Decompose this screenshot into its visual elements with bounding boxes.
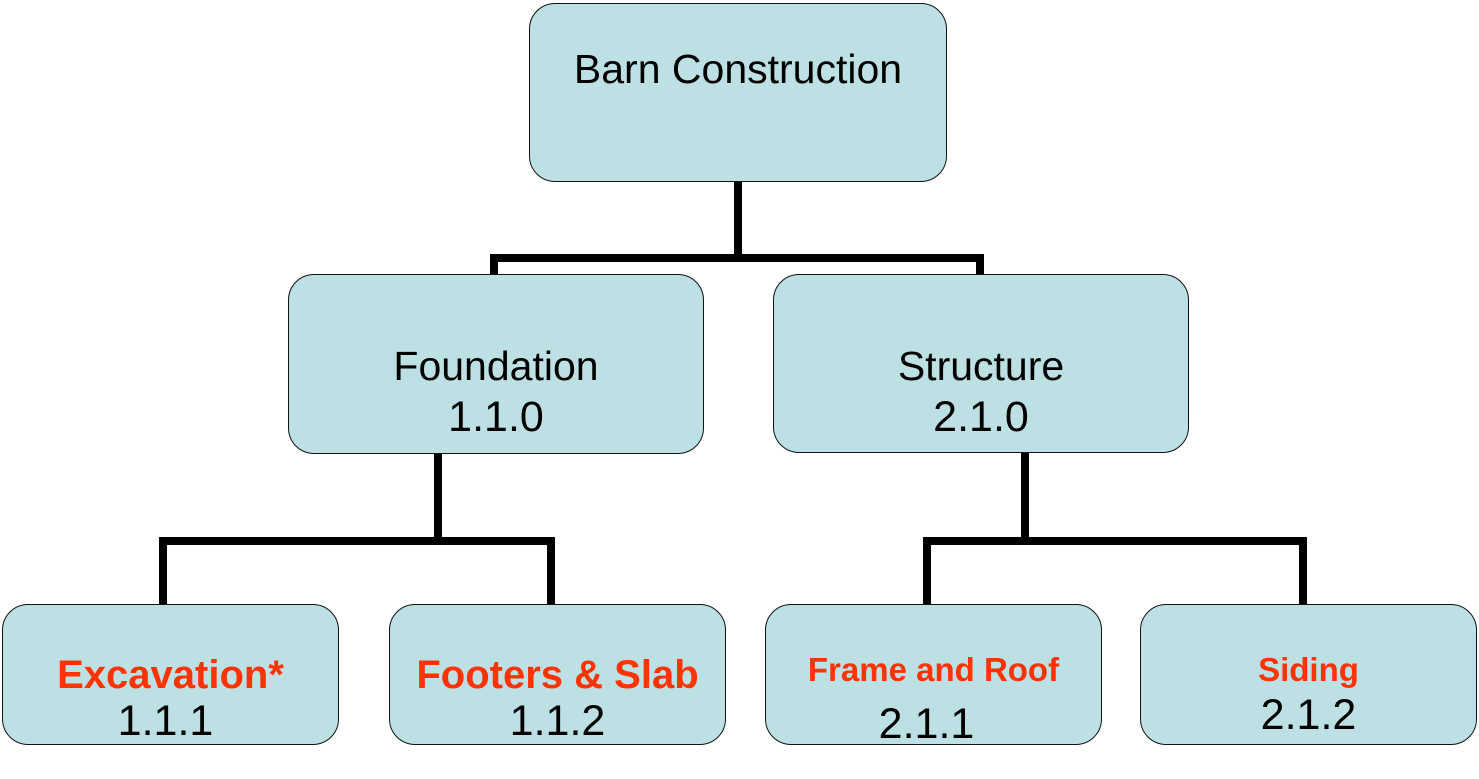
node-siding: Siding 2.1.2 [1140, 604, 1477, 745]
node-label: Siding [1258, 651, 1359, 688]
node-label: Structure [897, 343, 1065, 389]
node-barn-construction: Barn Construction [529, 3, 947, 182]
node-excavation: Excavation* 1.1.1 [2, 604, 339, 745]
node-label: Excavation* [57, 653, 284, 697]
node-label: Footers & Slab [416, 653, 699, 697]
node-frame-and-roof: Frame and Roof 2.1.1 [765, 604, 1102, 748]
node-code: 2.1.2 [1260, 691, 1357, 739]
node-footers-slab: Footers & Slab 1.1.2 [389, 604, 726, 745]
node-label: Frame and Roof [807, 651, 1060, 688]
node-code: 1.1.1 [117, 697, 214, 745]
node-label: Foundation [393, 343, 599, 389]
node-code: 2.1.0 [933, 393, 1029, 441]
node-label: Barn Construction [573, 46, 903, 92]
connector-foundation [159, 450, 555, 608]
connector-structure [923, 449, 1307, 608]
node-foundation: Foundation 1.1.0 [288, 274, 704, 454]
connector-root [490, 178, 984, 278]
node-structure: Structure 2.1.0 [773, 274, 1189, 453]
node-code: 1.1.0 [448, 393, 544, 441]
node-code: 1.1.2 [509, 697, 606, 745]
node-code: 2.1.1 [878, 700, 975, 748]
